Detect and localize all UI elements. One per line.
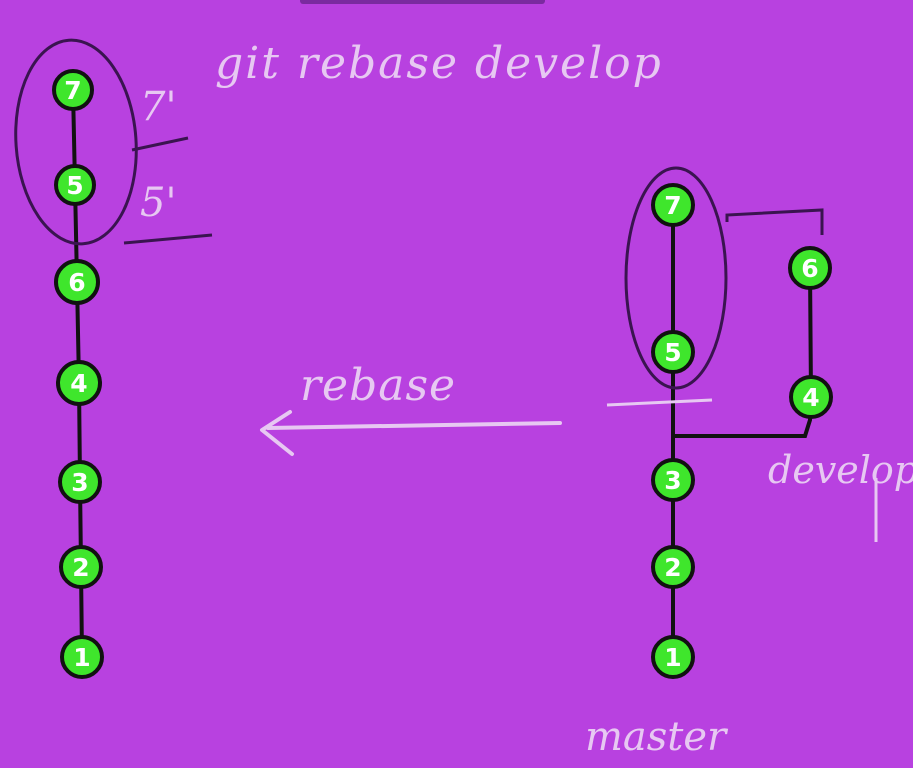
master-branch-label: master (585, 714, 729, 760)
commit-node: 4 (56, 360, 102, 406)
outline-connector (725, 208, 824, 235)
commit-node: 7 (52, 69, 94, 111)
base-marker-line (606, 398, 713, 407)
commit-label: 7 (64, 76, 81, 105)
top-edge-bar (300, 0, 545, 4)
commit-node: 5 (651, 330, 695, 374)
rebased-mark-7: 7' (140, 84, 176, 130)
commit-label: 5 (66, 171, 83, 200)
rebase-arrow-line (266, 421, 562, 430)
rebased-mark-5: 5' (140, 180, 176, 226)
commit-node: 6 (54, 259, 100, 305)
develop-branch-label: develop (768, 448, 913, 492)
develop-commit-nodes: 6 4 (788, 246, 833, 419)
commit-node: 5 (54, 164, 96, 206)
underline-7 (131, 136, 189, 152)
underline-5 (123, 233, 213, 245)
commit-node: 3 (58, 460, 102, 504)
commit-node: 2 (59, 545, 103, 589)
rebased-marks: 7' 5' (123, 84, 213, 245)
commit-node: 7 (651, 183, 695, 227)
commit-label: 2 (664, 553, 681, 582)
commit-label: 6 (68, 268, 85, 297)
commit-label: 7 (664, 191, 681, 220)
rebased-commits-outline (14, 38, 138, 246)
rebase-arrow-label: rebase (300, 360, 456, 411)
commit-label: 4 (802, 383, 819, 412)
commit-node: 2 (651, 545, 695, 589)
commit-label: 1 (664, 643, 681, 672)
commit-node: 1 (60, 635, 104, 679)
commit-node: 1 (651, 635, 695, 679)
commit-label: 6 (801, 254, 818, 283)
commit-label: 3 (71, 468, 88, 497)
commit-label: 3 (664, 466, 681, 495)
master-commits-outline (624, 166, 728, 390)
commit-label: 2 (72, 553, 89, 582)
git-command-title: git rebase develop (215, 38, 663, 89)
develop-branch-line (673, 267, 814, 438)
master-commit-nodes: 7 5 3 2 1 (651, 183, 695, 679)
left-commit-nodes: 7 5 6 4 3 2 1 (52, 69, 104, 679)
commit-label: 1 (73, 643, 90, 672)
commit-node: 3 (651, 458, 695, 502)
commit-label: 4 (70, 369, 87, 398)
commit-label: 5 (664, 338, 681, 367)
commit-node: 6 (788, 246, 832, 290)
commit-node: 4 (789, 375, 833, 419)
rebase-arrow-head (260, 410, 294, 456)
